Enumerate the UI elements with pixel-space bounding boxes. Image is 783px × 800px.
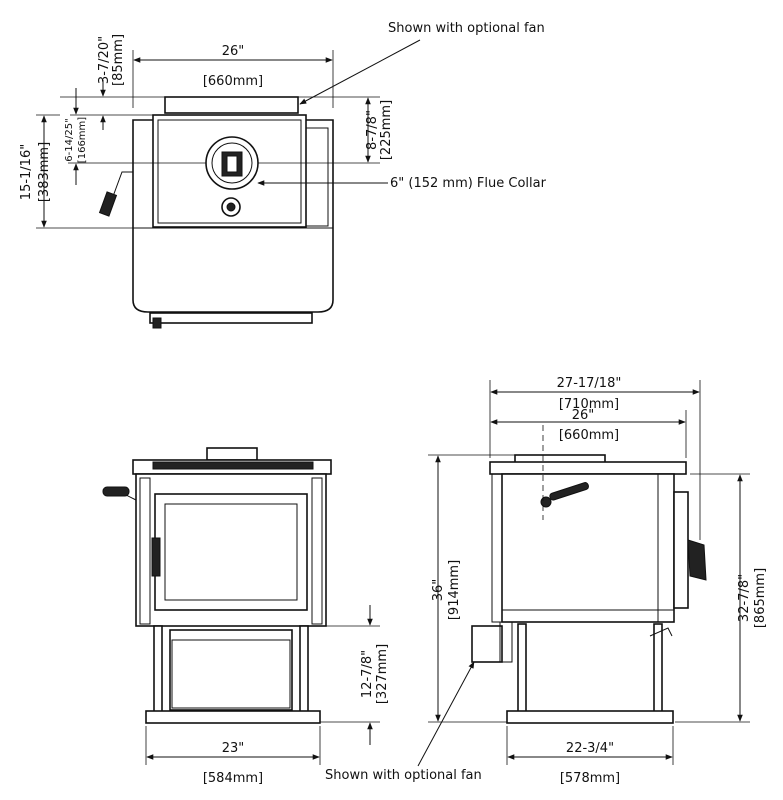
side-base-depth-mm: [578mm] — [560, 771, 620, 786]
top-width-mm: [660mm] — [203, 74, 263, 89]
side-body-width-in: 26" — [572, 408, 595, 423]
collar-offset-mm: [166mm] — [77, 117, 88, 163]
side-right-height-in: 32-7/8" — [737, 574, 752, 622]
collar-center-in: 8-7/8" — [365, 110, 380, 150]
front-base — [145, 710, 321, 724]
top-fan-note: Shown with optional fan — [388, 21, 545, 36]
side-height-mm: [914mm] — [447, 560, 462, 620]
side-fan-note: Shown with optional fan — [325, 768, 482, 783]
base-width-in: 23" — [222, 741, 245, 756]
side-base-depth-in: 22-3/4" — [566, 741, 614, 756]
top-fan-shape — [164, 96, 299, 114]
flue-collar-label: 6" (152 mm) Flue Collar — [390, 176, 547, 191]
top-depth-mm: [383mm] — [37, 142, 52, 202]
leg-height-mm: [327mm] — [375, 644, 390, 704]
side-base — [506, 710, 674, 724]
side-body — [501, 473, 675, 623]
top-width-in: 26" — [222, 44, 245, 59]
top-depth-in: 15-1/16" — [19, 144, 34, 200]
front-view: 12-7/8" [327mm] 23" [584mm] — [102, 447, 390, 786]
side-body-width-mm: [660mm] — [559, 428, 619, 443]
leg-height-in: 12-7/8" — [360, 650, 375, 698]
collar-center-mm: [225mm] — [379, 100, 394, 160]
top-offset-in: 3-7/20" — [97, 36, 112, 84]
base-width-mm: [584mm] — [203, 771, 263, 786]
side-fan-shape — [471, 625, 503, 663]
front-door — [154, 493, 308, 611]
side-overall-width-in: 27-17/18" — [557, 376, 622, 391]
side-overall-width-mm: [710mm] — [559, 397, 619, 412]
collar-offset-in: 6-14/25" — [64, 118, 75, 161]
side-right-height-mm: [865mm] — [753, 568, 768, 628]
top-offset-mm: [85mm] — [111, 34, 126, 86]
side-view: 27-17/18" [710mm] 26" [660mm] 36" [914mm… — [325, 376, 768, 786]
side-height-in: 36" — [431, 579, 446, 602]
top-view: 26" [660mm] Shown with optional fan 3-7/… — [19, 21, 547, 329]
